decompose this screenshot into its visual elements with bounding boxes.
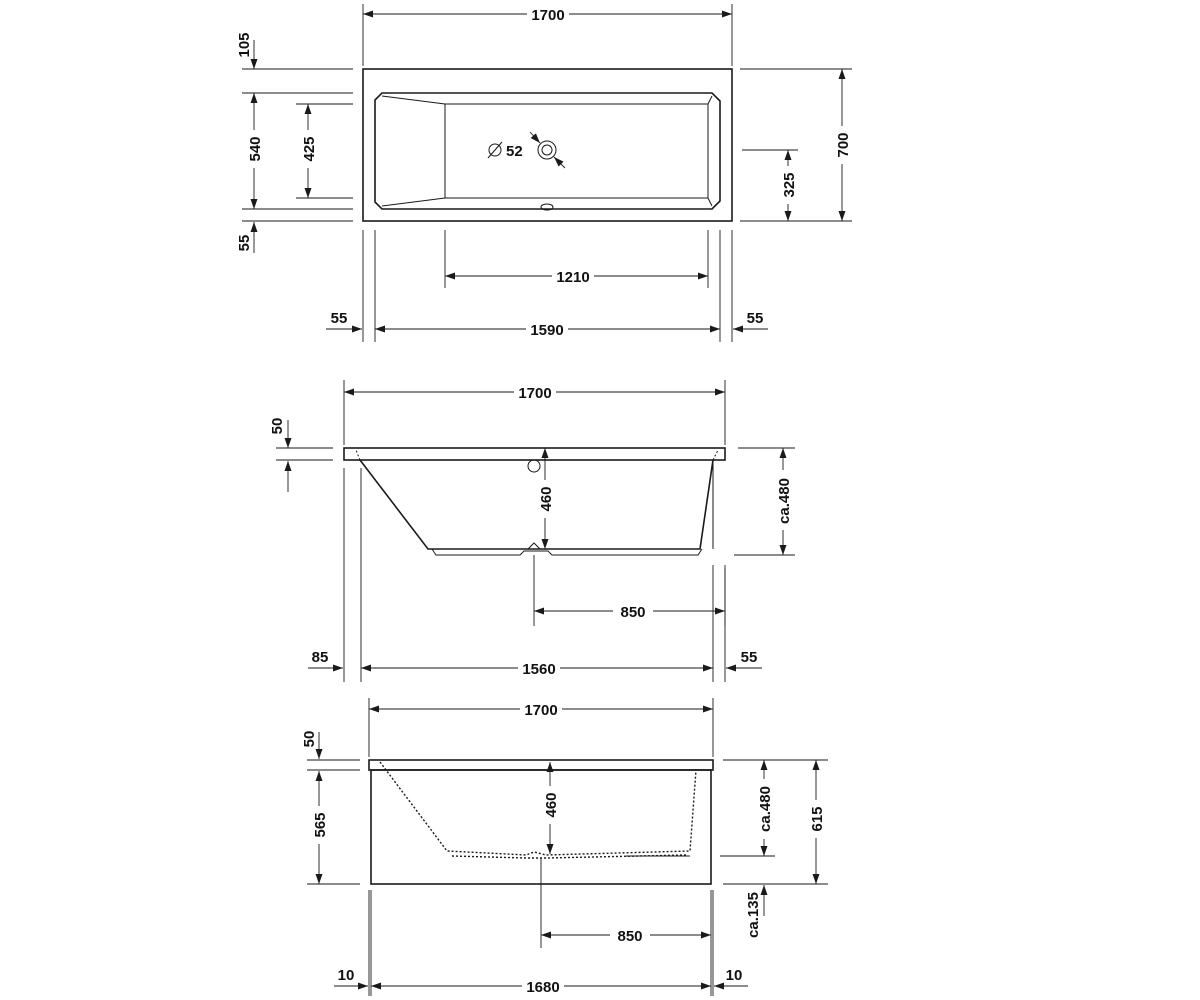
panel-view-rim bbox=[368, 759, 714, 771]
side-inner-length-label: 1560 bbox=[522, 661, 555, 678]
panel-inner-depth-label: 460 bbox=[543, 792, 560, 817]
top-drain-offset-label: 325 bbox=[781, 172, 798, 197]
top-view-inner-basin bbox=[374, 92, 721, 210]
top-view-floor bbox=[444, 103, 709, 199]
panel-foot-height-label: ca.135 bbox=[745, 892, 762, 938]
top-overall-length-label: 1700 bbox=[531, 7, 564, 24]
drain-icon bbox=[529, 131, 566, 169]
side-view-rim bbox=[343, 447, 726, 461]
side-offset-left-label: 85 bbox=[312, 649, 329, 666]
side-inner-depth-label: 460 bbox=[538, 486, 555, 511]
panel-overall-height-label: 615 bbox=[809, 806, 826, 831]
panel-drain-distance-label: 850 bbox=[617, 928, 642, 945]
panel-total-depth-label: ca.480 bbox=[757, 786, 774, 832]
top-rim-top-label: 105 bbox=[236, 32, 253, 57]
side-view-tub-foot bbox=[431, 548, 703, 556]
top-inner-width-label: 540 bbox=[247, 136, 264, 161]
side-view-tub-body bbox=[359, 459, 714, 550]
side-offset-right-label: 55 bbox=[741, 649, 758, 666]
panel-offset-right-label: 10 bbox=[726, 967, 743, 984]
diameter-icon bbox=[487, 141, 503, 159]
top-inner-length-label: 1590 bbox=[530, 322, 563, 339]
top-floor-width-label: 425 bbox=[301, 136, 318, 161]
top-view-overflow bbox=[540, 203, 554, 211]
side-view: 1700 50 460 ca.480 850 1560 85 5 bbox=[269, 380, 795, 682]
drain-diameter-label: 52 bbox=[506, 143, 523, 160]
top-floor-length-label: 1210 bbox=[556, 269, 589, 286]
side-overall-length-label: 1700 bbox=[518, 385, 551, 402]
panel-rim-height-label: 50 bbox=[301, 731, 318, 748]
panel-height-label: 565 bbox=[312, 812, 329, 837]
panel-view-hidden-tub bbox=[379, 761, 697, 856]
top-rim-bottom-label: 55 bbox=[236, 235, 253, 252]
panel-inner-length-label: 1680 bbox=[526, 979, 559, 996]
top-view-outer-rim bbox=[362, 68, 733, 222]
top-rim-right-label: 55 bbox=[747, 310, 764, 327]
side-view-overflow bbox=[527, 459, 541, 473]
panel-offset-left-label: 10 bbox=[338, 967, 355, 984]
top-view-backrest-slope bbox=[381, 95, 713, 207]
top-overall-width-label: 700 bbox=[835, 132, 852, 157]
top-rim-left-label: 55 bbox=[331, 310, 348, 327]
side-rim-height-label: 50 bbox=[269, 418, 286, 435]
panel-view: 1700 50 565 460 ca.480 615 ca.135 850 bbox=[301, 698, 828, 996]
side-total-depth-label: ca.480 bbox=[776, 478, 793, 524]
side-drain-distance-label: 850 bbox=[620, 604, 645, 621]
top-view: 52 1700 105 540 425 55 700 bbox=[236, 4, 852, 342]
panel-overall-length-label: 1700 bbox=[524, 702, 557, 719]
